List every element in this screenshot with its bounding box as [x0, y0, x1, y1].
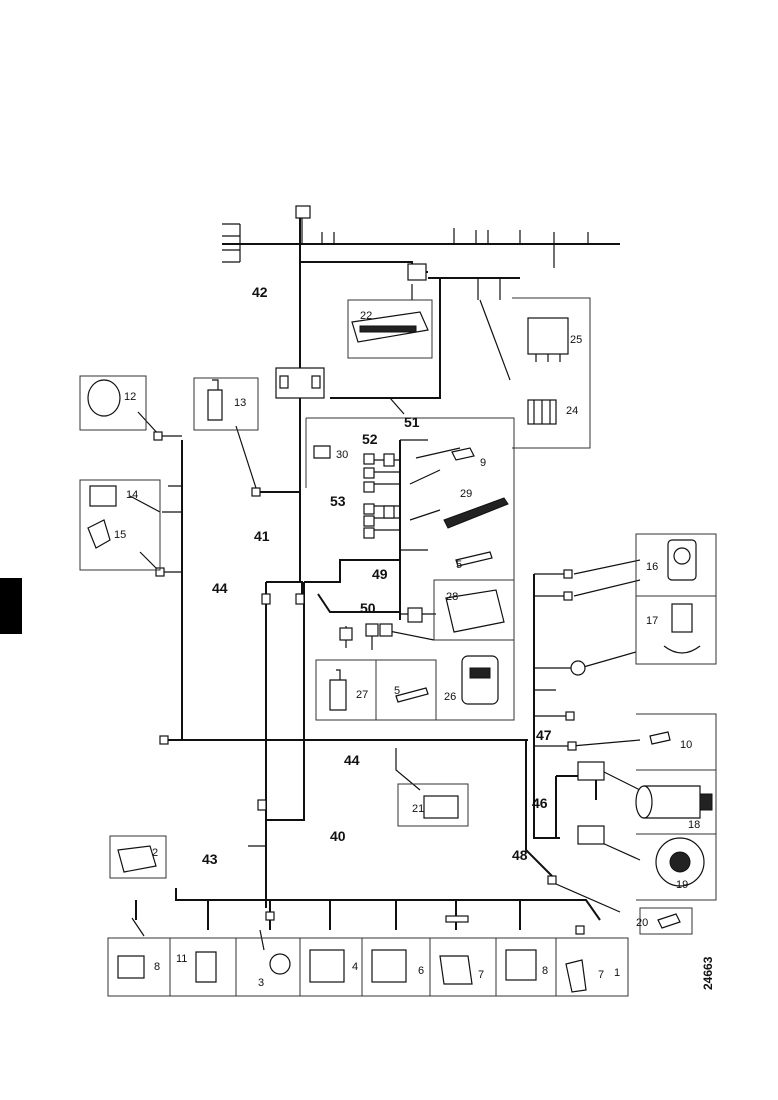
label-5-upper: 5: [456, 559, 462, 571]
label-2: 2: [152, 847, 158, 859]
label-4: 4: [352, 961, 358, 973]
label-9: 9: [480, 457, 486, 469]
callout-42: 42: [252, 284, 268, 300]
page-edge-tab: [0, 578, 22, 634]
label-20: 20: [636, 917, 648, 929]
label-8-right: 8: [542, 965, 548, 977]
component-labels: 22 25 24 12 13 14 15 30 9 29 5 28 27 5 2…: [114, 310, 700, 989]
callout-53: 53: [330, 493, 346, 509]
label-7-right: 7: [598, 969, 604, 981]
callout-49: 49: [372, 566, 388, 582]
label-10: 10: [680, 739, 692, 751]
callout-52: 52: [362, 431, 378, 447]
label-17: 17: [646, 615, 658, 627]
label-8-left: 8: [154, 961, 160, 973]
callout-44-left: 44: [212, 580, 228, 596]
callout-41: 41: [254, 528, 270, 544]
label-5-lower: 5: [394, 685, 400, 697]
label-27: 27: [356, 689, 368, 701]
callout-40: 40: [330, 828, 346, 844]
harness-connectors: [153, 205, 605, 935]
label-29: 29: [460, 488, 472, 500]
callout-48: 48: [512, 847, 528, 863]
label-30: 30: [336, 449, 348, 461]
label-25: 25: [570, 334, 582, 346]
label-13: 13: [234, 397, 246, 409]
label-12: 12: [124, 391, 136, 403]
label-14: 14: [126, 489, 138, 501]
callout-46: 46: [532, 795, 548, 811]
label-15: 15: [114, 529, 126, 541]
label-24: 24: [566, 405, 578, 417]
label-7-left: 7: [478, 969, 484, 981]
label-21: 21: [412, 803, 424, 815]
label-6: 6: [418, 965, 424, 977]
harness-callouts: 42 51 52 53 41 44 49 50 44 40 43 47 46 4…: [202, 284, 552, 867]
components: [87, 311, 713, 993]
label-16: 16: [646, 561, 658, 573]
callout-43: 43: [202, 851, 218, 867]
label-1: 1: [614, 967, 620, 979]
label-18: 18: [688, 819, 700, 831]
label-28: 28: [446, 591, 458, 603]
callout-47: 47: [536, 727, 552, 743]
figure-number: 24663: [701, 956, 715, 990]
callout-51: 51: [404, 414, 420, 430]
label-3: 3: [258, 977, 264, 989]
label-22: 22: [360, 310, 372, 322]
label-26: 26: [444, 691, 456, 703]
callout-44-bottom: 44: [344, 752, 360, 768]
label-11: 11: [176, 953, 187, 965]
label-19: 19: [676, 879, 688, 891]
callout-50: 50: [360, 600, 376, 616]
component-boxes: [79, 297, 717, 997]
